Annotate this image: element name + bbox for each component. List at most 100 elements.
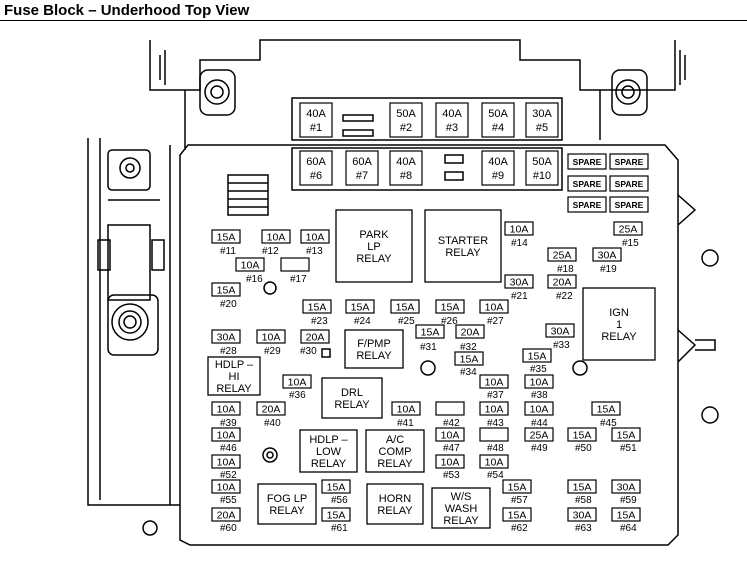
relay-label-line: WASH xyxy=(445,503,478,515)
mini-fuse: 10A#14 xyxy=(504,221,534,249)
maxi-fuse-number: #9 xyxy=(492,170,504,182)
mini-fuse-number: #21 xyxy=(511,291,528,302)
relay-label-line: 1 xyxy=(616,319,622,331)
mini-fuse-number: #29 xyxy=(264,346,281,357)
mini-fuse-amp: 10A xyxy=(262,332,281,344)
relay-label-line: HORN xyxy=(379,493,411,505)
relay-label-line: IGN xyxy=(609,307,629,319)
bolt-group xyxy=(262,281,588,463)
mini-fuse-number: #57 xyxy=(511,495,528,506)
diagram-title: Fuse Block – Underhood Top View xyxy=(4,2,250,19)
mini-fuse-amp: 10A xyxy=(485,404,504,416)
maxi-fuse: 50A#2 xyxy=(389,102,423,138)
mini-fuse-amp: 10A xyxy=(485,457,504,469)
maxi-fuse-amp: 40A xyxy=(306,108,326,120)
mini-fuse-amp: 30A xyxy=(617,482,636,494)
maxi-fuse-number: #6 xyxy=(310,170,322,182)
relay-label-line: FOG LP xyxy=(267,493,307,505)
relay-label-line: LP xyxy=(367,241,380,253)
mini-fuse-amp: 10A xyxy=(441,457,460,469)
mini-fuse-amp: 10A xyxy=(217,430,236,442)
mini-fuse-number: #42 xyxy=(443,418,460,429)
mini-fuse-amp: 10A xyxy=(241,260,260,272)
mini-fuse-amp: 15A xyxy=(617,510,636,522)
mini-fuse: 15A#25 xyxy=(390,299,420,327)
mini-fuse-number: #60 xyxy=(220,523,237,534)
mini-fuse-amp: 30A xyxy=(598,250,617,262)
relay-label-line: RELAY xyxy=(445,247,481,259)
mini-fuse: 30A#63 xyxy=(567,507,597,534)
relay-label-line: HDLP – xyxy=(309,434,348,446)
maxi-fuse-number: #7 xyxy=(356,170,368,182)
mini-fuse-number: #20 xyxy=(220,299,237,310)
mini-fuse-number: #59 xyxy=(620,495,637,506)
mini-fuse: #42 xyxy=(435,401,465,429)
mini-fuse: 10A#47 xyxy=(435,427,465,454)
mini-fuse-amp: 15A xyxy=(460,354,479,366)
spare-label: SPARE xyxy=(573,157,602,167)
maxi-fuse-group: 40A#150A#240A#350A#430A#560A#660A#740A#8… xyxy=(299,102,559,186)
mini-fuse-number: #27 xyxy=(487,316,504,327)
mini-fuse: 20A#60 xyxy=(211,507,241,534)
mini-fuse: 10A#55 xyxy=(211,479,241,506)
mini-fuse: 10A#39 xyxy=(211,401,241,429)
mini-fuse-number: #11 xyxy=(220,246,236,257)
mini-fuse-number: #33 xyxy=(553,340,570,351)
mini-fuse-amp: 20A xyxy=(461,327,480,339)
relay-label-line: HI xyxy=(229,371,240,383)
relay-label-line: RELAY xyxy=(334,399,370,411)
mini-fuse-amp: 25A xyxy=(530,430,549,442)
mini-fuse-number: #48 xyxy=(487,443,504,454)
mini-fuse-number: #49 xyxy=(531,443,548,454)
mini-fuse-amp: 10A xyxy=(441,430,460,442)
mini-fuse-amp: 20A xyxy=(306,332,325,344)
mini-fuse: 10A#52 xyxy=(211,454,241,481)
mini-fuse-number: #38 xyxy=(531,390,548,401)
mini-fuse: 10A#43 xyxy=(479,401,509,429)
mini-fuse: 10A#53 xyxy=(435,454,465,481)
mini-fuse: 25A#18 xyxy=(547,247,577,275)
mini-fuse-amp: 15A xyxy=(573,482,592,494)
relay-label-line: RELAY xyxy=(601,331,637,343)
mini-fuse-number: #39 xyxy=(220,418,237,429)
spare-label: SPARE xyxy=(573,179,602,189)
spare-fuse: SPARE xyxy=(609,196,649,213)
maxi-fuse: 30A#5 xyxy=(525,102,559,138)
mini-fuse-amp: 15A xyxy=(617,430,636,442)
maxi-fuse-amp: 40A xyxy=(396,156,416,168)
mini-fuse-number: #37 xyxy=(487,390,504,401)
mini-fuse: 10A#13 xyxy=(300,229,330,257)
maxi-fuse: 40A#8 xyxy=(389,150,423,186)
mini-fuse-amp: 10A xyxy=(485,302,504,314)
mini-fuse: 15A#11 xyxy=(211,229,241,257)
maxi-fuse-number: #5 xyxy=(536,122,548,134)
mini-fuse-amp: 20A xyxy=(553,277,572,289)
relay-label-line: STARTER xyxy=(438,235,488,247)
mini-fuse-number: #64 xyxy=(620,523,637,534)
relay-label-line: W/S xyxy=(451,491,472,503)
maxi-fuse: 40A#1 xyxy=(299,102,333,138)
maxi-fuse: 40A#3 xyxy=(435,102,469,138)
mini-fuse-amp: 25A xyxy=(553,250,572,262)
mini-fuse-number: #24 xyxy=(354,316,371,327)
mini-fuse-amp: 10A xyxy=(217,404,236,416)
mini-fuse-amp: 15A xyxy=(217,285,236,297)
mini-fuse: 20A#22 xyxy=(547,274,577,302)
mini-fuse: #17 xyxy=(280,257,310,285)
maxi-fuse: 50A#4 xyxy=(481,102,515,138)
mini-fuse-number: #26 xyxy=(441,316,458,327)
maxi-fuse-amp: 40A xyxy=(488,156,508,168)
mini-fuse-amp: 10A xyxy=(306,232,325,244)
mini-fuse-amp: 10A xyxy=(530,377,549,389)
mini-fuse-group: 15A#1110A#1210A#1310A#1425A#1510A#16#172… xyxy=(211,221,643,534)
maxi-fuse-number: #8 xyxy=(400,170,412,182)
mini-fuse-amp: 15A xyxy=(573,430,592,442)
mini-fuse-amp: 15A xyxy=(327,482,346,494)
mini-fuse-amp: 15A xyxy=(308,302,327,314)
mini-fuse-amp: 15A xyxy=(396,302,415,314)
relay-label-line: HDLP – xyxy=(215,359,254,371)
mini-fuse: 15A#26 xyxy=(435,299,465,327)
